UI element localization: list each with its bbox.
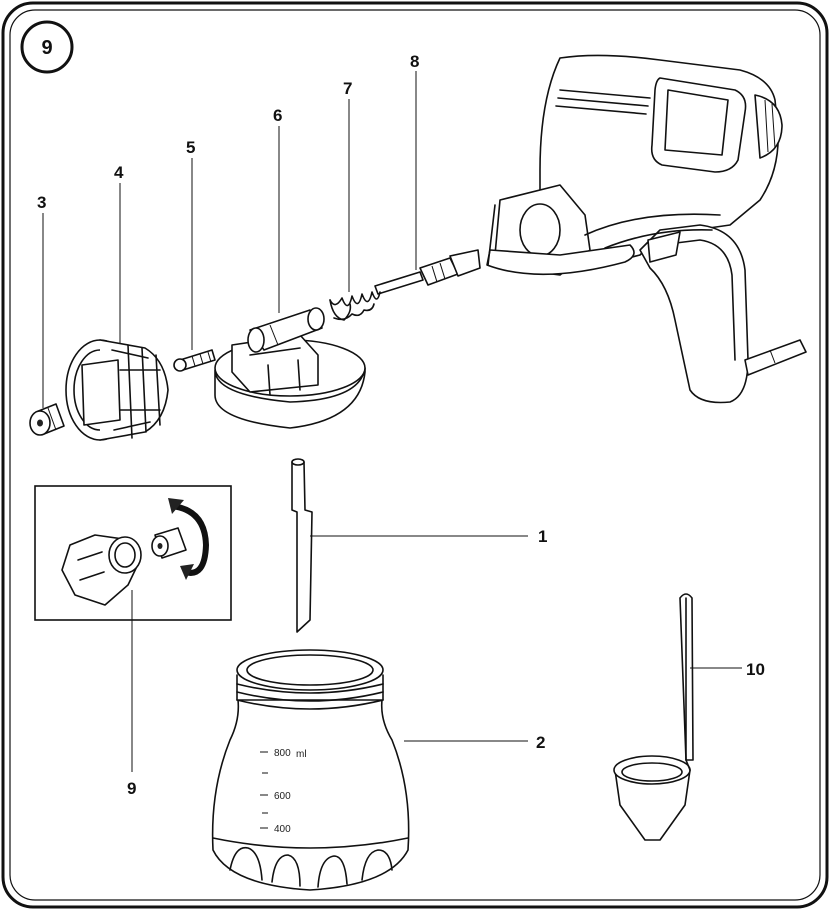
paint-container: 800 ml 600 400 (213, 650, 528, 890)
callout-1: 1 (538, 527, 547, 546)
callout-6: 6 (273, 106, 282, 125)
valve-base (215, 308, 365, 428)
callout-10: 10 (746, 660, 765, 679)
callout-7: 7 (343, 79, 352, 98)
callout-4: 4 (114, 163, 124, 182)
needle-valve (375, 250, 480, 294)
nozzle-cap (30, 404, 64, 435)
callout-9: 9 (127, 779, 136, 798)
scale-800: 800 (274, 748, 291, 759)
callout-2: 2 (536, 733, 545, 752)
callout-5: 5 (186, 138, 195, 157)
figure-badge: 9 (22, 22, 72, 72)
air-cap-housing (66, 340, 168, 440)
spring (330, 292, 380, 320)
nozzle-orientation-inset (35, 486, 231, 772)
figure-number: 9 (41, 37, 52, 59)
suction-tube (292, 459, 528, 632)
scale-unit: ml (296, 749, 307, 760)
callout-8: 8 (410, 52, 419, 71)
scale-600: 600 (274, 791, 291, 802)
scale-400: 400 (274, 824, 291, 835)
callout-3: 3 (37, 193, 46, 212)
spray-gun-body (487, 55, 806, 402)
viscosity-cup (614, 594, 742, 840)
air-cap-pin (174, 350, 215, 371)
